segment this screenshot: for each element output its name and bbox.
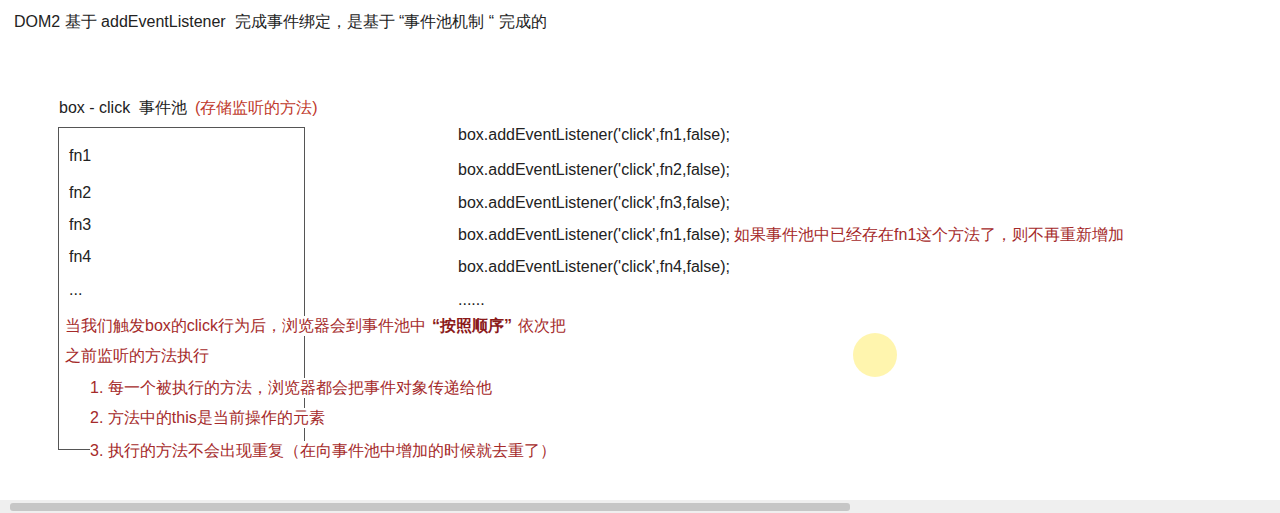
explanation-text: 当我们触发box的click行为后，浏览器会到事件池中 (65, 316, 426, 336)
ellipsis: ... (69, 280, 82, 300)
list-item: 1. 每一个被执行的方法，浏览器都会把事件对象传递给他 (90, 378, 492, 398)
explanation-text: 依次把 (518, 316, 566, 336)
list-item: 3. 执行的方法不会出现重复（在向事件池中增加的时候就去重了） (90, 441, 556, 461)
dedupe-note: 如果事件池中已经存在fn1这个方法了，则不再重新增加 (734, 225, 1124, 245)
listener-name: fn2 (69, 183, 91, 203)
code-line: box.addEventListener('click',fn3,false); (458, 193, 730, 213)
listener-name: fn4 (69, 247, 91, 267)
code-line: box.addEventListener('click',fn1,false); (458, 125, 730, 145)
event-pool-box: box - click 事件池(存储监听的方法)fn1fn2fn3fn4... (58, 127, 305, 450)
list-item: 2. 方法中的this是当前操作的元素 (90, 408, 325, 428)
scrollbar-track (0, 500, 1280, 513)
cursor-highlight (853, 333, 897, 377)
ellipsis: ...... (458, 290, 485, 310)
diagram-title: DOM2 基于 addEventListener 完成事件绑定，是基于 “事件池… (14, 12, 547, 32)
listener-name: fn3 (69, 215, 91, 235)
code-line: box.addEventListener('click',fn4,false); (458, 257, 730, 277)
pool-heading: box - click 事件池 (59, 98, 187, 118)
code-line: box.addEventListener('click',fn2,false); (458, 160, 730, 180)
scrollbar-thumb (10, 503, 850, 511)
explanation-text: 之前监听的方法执行 (65, 346, 209, 366)
listener-name: fn1 (69, 146, 91, 166)
pool-note: (存储监听的方法) (195, 98, 318, 118)
code-line: box.addEventListener('click',fn1,false); (458, 225, 730, 245)
emphasis-text: “按照顺序” (432, 316, 512, 336)
